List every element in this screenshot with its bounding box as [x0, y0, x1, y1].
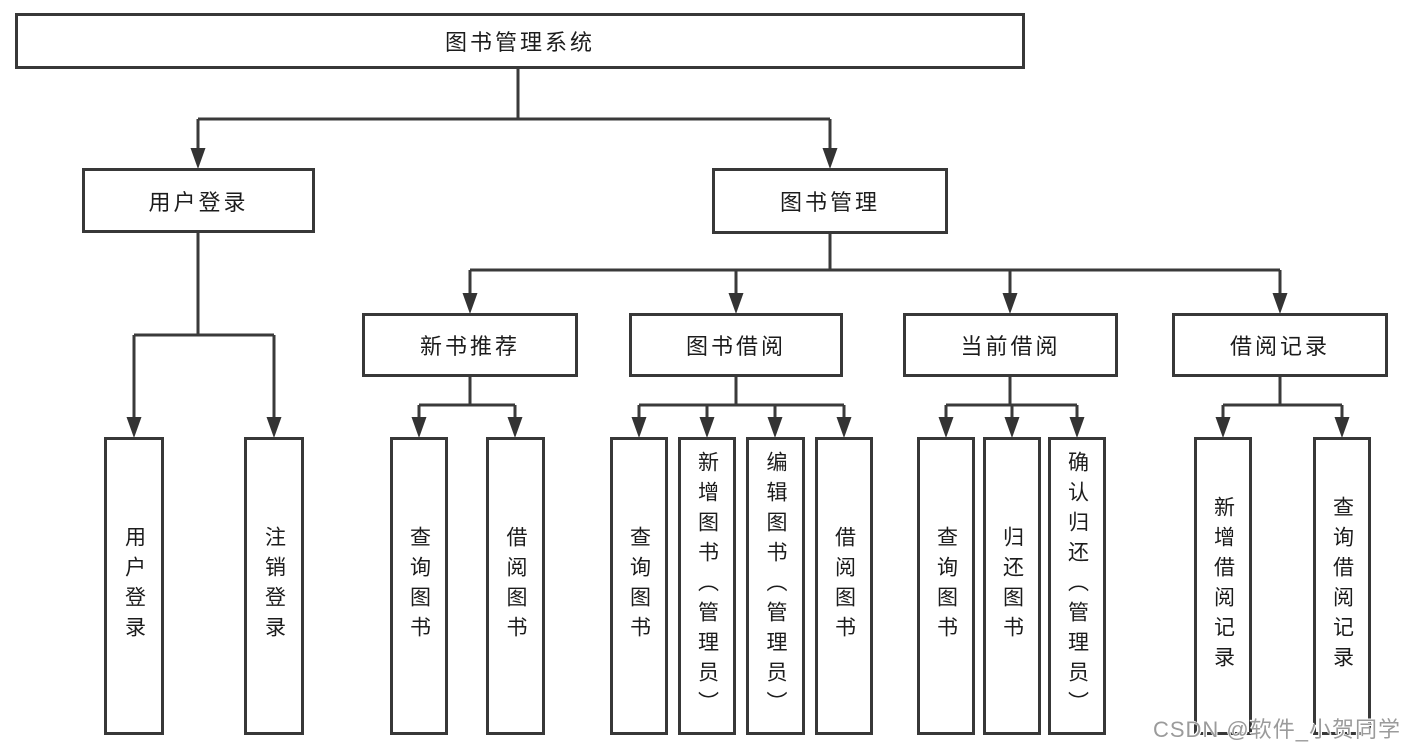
node-leaf-newbook-query: 查询图书	[390, 437, 448, 735]
node-leaf-logout: 注销登录	[244, 437, 304, 735]
node-leaf-borrow-add-admin: 新增图书（管理员）	[678, 437, 736, 735]
node-leaf-record-add: 新增借阅记录	[1194, 437, 1252, 735]
node-root: 图书管理系统	[15, 13, 1025, 69]
node-leaf-record-query: 查询借阅记录	[1313, 437, 1371, 735]
node-new-book-recommend: 新书推荐	[362, 313, 578, 377]
node-leaf-current-query: 查询图书	[917, 437, 975, 735]
node-leaf-user-login: 用户登录	[104, 437, 164, 735]
node-leaf-borrow-query: 查询图书	[610, 437, 668, 735]
node-current-borrow: 当前借阅	[903, 313, 1118, 377]
node-leaf-current-confirm-admin: 确认归还（管理员）	[1048, 437, 1106, 735]
node-book-management: 图书管理	[712, 168, 948, 234]
node-book-borrow: 图书借阅	[629, 313, 843, 377]
node-user-login: 用户登录	[82, 168, 315, 233]
node-leaf-current-return: 归还图书	[983, 437, 1041, 735]
node-leaf-borrow-edit-admin: 编辑图书（管理员）	[746, 437, 805, 735]
node-leaf-newbook-borrow: 借阅图书	[486, 437, 545, 735]
watermark-text: CSDN @软件_小贺同学	[1152, 717, 1401, 742]
node-borrow-records: 借阅记录	[1172, 313, 1388, 377]
node-leaf-borrow-book: 借阅图书	[815, 437, 873, 735]
